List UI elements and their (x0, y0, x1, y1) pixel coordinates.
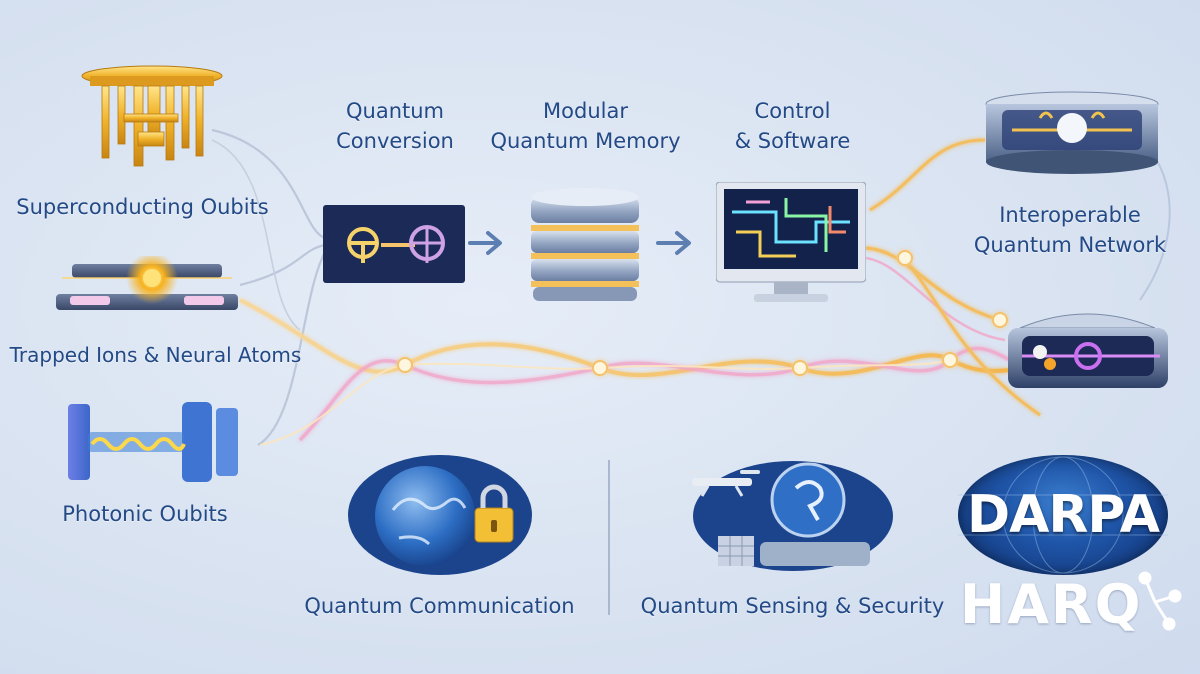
harq-network-icon (1138, 571, 1182, 631)
quantum-memory-line-1: Modular (543, 99, 628, 123)
trapped-ions-device-icon (56, 256, 238, 310)
link-down-right (903, 259, 1041, 417)
link-control-network-pink (864, 256, 1006, 342)
quantum-network-line-1: Interoperable (999, 203, 1141, 227)
network-node-top-icon (985, 91, 1159, 174)
quantum-communication-label: Quantum Communication (304, 594, 575, 618)
globe-lock-icon (348, 455, 532, 575)
quantum-conversion-line-1: Quantum (345, 99, 445, 123)
converter-left-icon (347, 227, 379, 263)
node-bead (897, 250, 913, 266)
arrow-right-icon (468, 231, 502, 255)
braid-gold (239, 298, 1011, 378)
trapped-ions-label: Trapped Ions & Neural Atoms (9, 343, 302, 367)
link-trapped-ions (239, 243, 326, 287)
link-superconducting (211, 128, 326, 240)
quantum-conversion-panel (323, 205, 465, 283)
quantum-conversion-line-2: Conversion (336, 129, 454, 153)
node-bead (942, 352, 958, 368)
link-control-network-gold (864, 246, 1001, 322)
darpa-logo (958, 455, 1168, 575)
node-bead (792, 360, 808, 376)
section-divider (608, 460, 610, 615)
quantum-network-line-2: Quantum Network (973, 233, 1167, 257)
control-software-label: Control & Software (700, 96, 885, 156)
network-node-bottom-icon (1008, 313, 1168, 388)
node-bead (397, 357, 413, 373)
control-software-line-2: & Software (734, 129, 851, 153)
quantum-sensing-label: Quantum Sensing & Security (640, 594, 945, 618)
quantum-memory-label: Modular Quantum Memory (478, 96, 693, 156)
darpa-globe-lines (958, 456, 1168, 574)
memory-stack-icon (531, 188, 639, 301)
drone-icon (684, 470, 760, 497)
sensing-security-icon (684, 461, 893, 571)
superconducting-qubits-label: Superconducting Oubits (16, 195, 269, 219)
photonic-qubits-label: Photonic Oubits (62, 502, 228, 526)
quantum-memory-line-2: Quantum Memory (490, 129, 681, 153)
photonic-device-icon (68, 402, 238, 482)
control-monitor-icon (716, 182, 866, 302)
link-superconducting-lower (211, 139, 301, 331)
superconducting-chandelier-icon (81, 65, 223, 167)
node-bead (992, 312, 1008, 328)
link-photonic (257, 251, 326, 446)
control-software-line-1: Control (754, 99, 831, 123)
quantum-conversion-label: Quantum Conversion (300, 96, 490, 156)
link-control-top (869, 138, 986, 212)
arrow-right-icon (656, 231, 691, 255)
node-bead (592, 360, 608, 376)
link-network-arc (1139, 149, 1171, 301)
quantum-network-label: Interoperable Quantum Network (960, 200, 1180, 260)
darpa-wordmark: DARPA (966, 485, 1160, 545)
harq-wordmark: HARQ (960, 573, 1143, 636)
converter-right-icon (409, 225, 445, 263)
